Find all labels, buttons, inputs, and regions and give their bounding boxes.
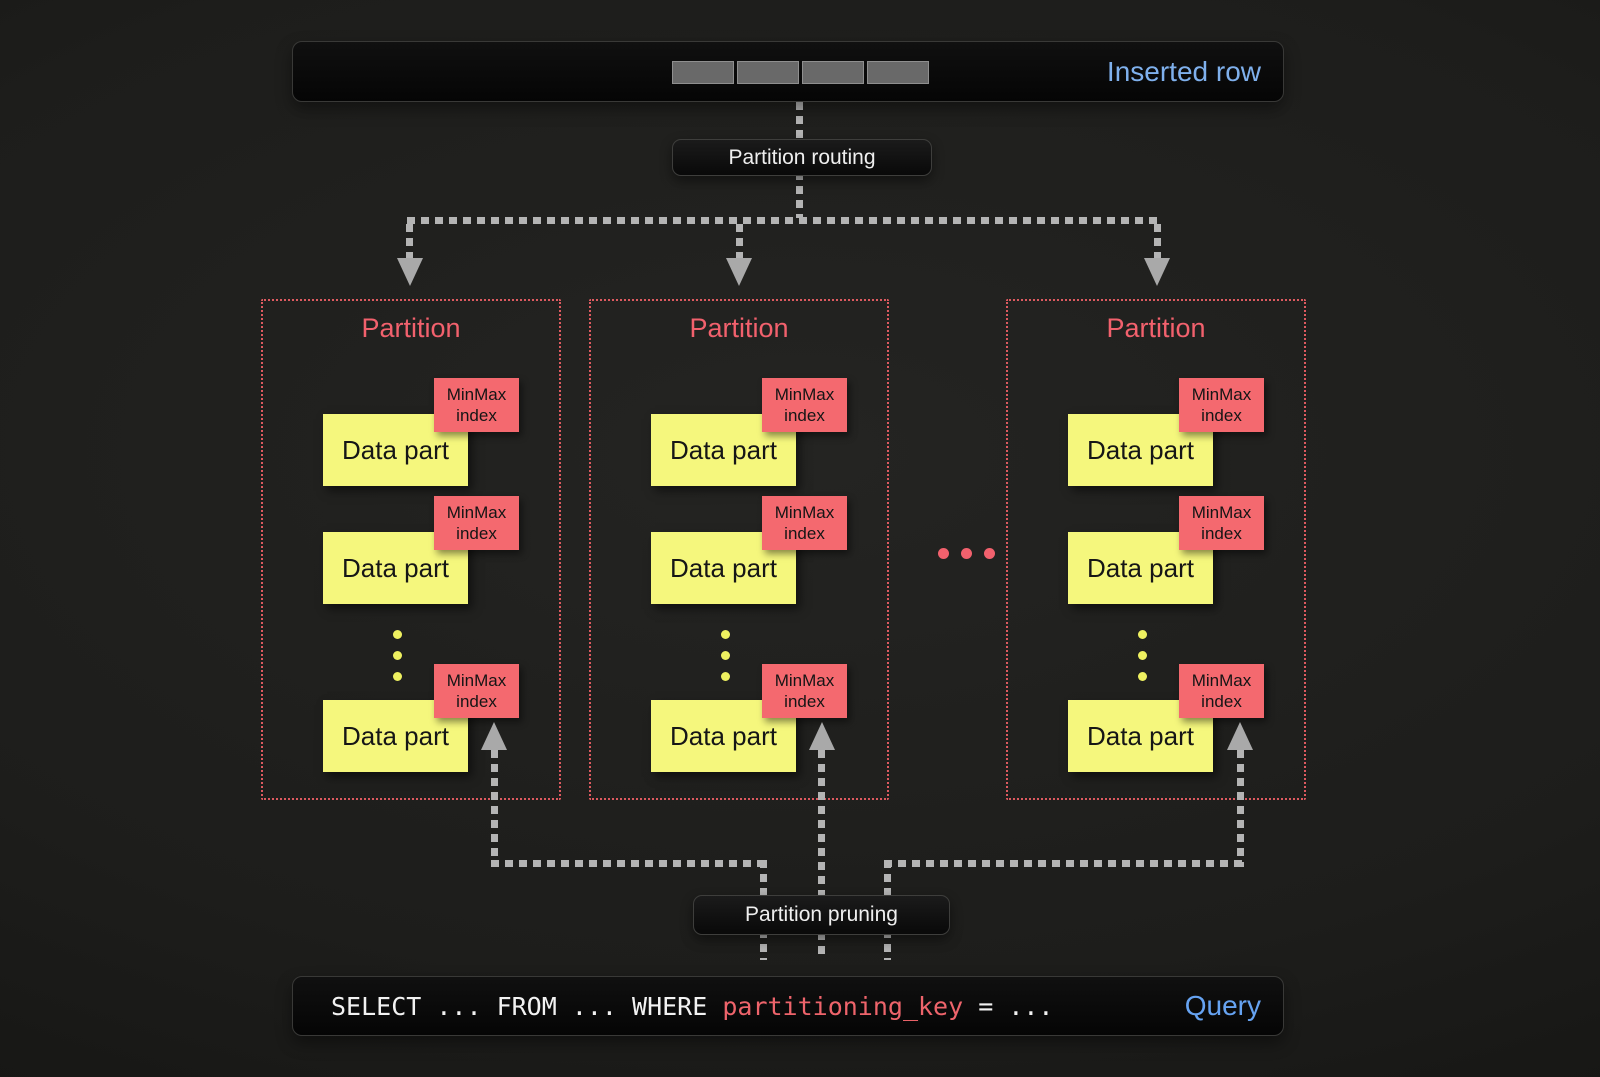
pruning-arrowhead-up-icon bbox=[809, 722, 835, 750]
data-part-box: Data part bbox=[651, 700, 796, 772]
more-parts-ellipsis-dot bbox=[721, 672, 730, 681]
inserted-row-cells bbox=[672, 61, 929, 84]
more-parts-ellipsis-dot bbox=[1138, 651, 1147, 660]
pruning-connector-line bbox=[884, 860, 1244, 867]
more-partitions-ellipsis-dot bbox=[961, 548, 972, 559]
data-part-group: MinMax index Data part bbox=[323, 378, 519, 486]
data-part-box: Data part bbox=[651, 532, 796, 604]
minmax-tag-line: MinMax bbox=[446, 503, 507, 522]
routing-arrow-shaft bbox=[1154, 224, 1161, 260]
data-part-box: Data part bbox=[1068, 700, 1213, 772]
more-parts-ellipsis-dot bbox=[393, 630, 402, 639]
minmax-index-tag: MinMax index bbox=[762, 496, 847, 550]
minmax-tag-line: MinMax bbox=[774, 671, 835, 690]
data-part-group: MinMax index Data part bbox=[1068, 378, 1264, 486]
pruning-connector-line bbox=[491, 860, 767, 867]
pruning-arrow-shaft bbox=[1237, 750, 1244, 867]
data-part-group: MinMax index Data part bbox=[323, 664, 519, 772]
minmax-tag-line: index bbox=[456, 524, 497, 543]
more-parts-ellipsis-dot bbox=[393, 672, 402, 681]
query-bar: SELECT ... FROM ... WHERE partitioning_k… bbox=[292, 976, 1284, 1036]
query-code-suffix: = ... bbox=[963, 991, 1054, 1021]
minmax-tag-line: MinMax bbox=[446, 385, 507, 404]
minmax-index-tag: MinMax index bbox=[434, 496, 519, 550]
minmax-index-tag: MinMax index bbox=[1179, 664, 1264, 718]
pruning-arrow-shaft bbox=[491, 750, 498, 867]
data-part-box: Data part bbox=[323, 532, 468, 604]
pruning-arrow-shaft bbox=[818, 750, 825, 960]
minmax-tag-line: MinMax bbox=[774, 385, 835, 404]
minmax-index-tag: MinMax index bbox=[762, 378, 847, 432]
routing-arrow-shaft bbox=[406, 224, 413, 260]
data-part-group: MinMax index Data part bbox=[323, 496, 519, 604]
partition-box: Partition MinMax index Data part MinMax … bbox=[1006, 299, 1306, 800]
minmax-tag-line: index bbox=[1201, 692, 1242, 711]
more-parts-ellipsis-dot bbox=[1138, 672, 1147, 681]
minmax-tag-line: MinMax bbox=[446, 671, 507, 690]
partition-pruning-label: Partition pruning bbox=[693, 895, 950, 935]
row-cell bbox=[672, 61, 734, 84]
minmax-tag-line: MinMax bbox=[1191, 503, 1252, 522]
minmax-index-tag: MinMax index bbox=[434, 664, 519, 718]
distribution-line bbox=[407, 217, 1160, 224]
minmax-tag-line: index bbox=[784, 692, 825, 711]
data-part-group: MinMax index Data part bbox=[651, 664, 847, 772]
more-partitions-ellipsis-dot bbox=[984, 548, 995, 559]
minmax-tag-line: MinMax bbox=[774, 503, 835, 522]
routing-arrow-shaft bbox=[736, 224, 743, 260]
data-part-group: MinMax index Data part bbox=[651, 496, 847, 604]
row-cell bbox=[867, 61, 929, 84]
row-cell bbox=[802, 61, 864, 84]
minmax-tag-line: MinMax bbox=[1191, 385, 1252, 404]
partition-title: Partition bbox=[689, 313, 789, 343]
data-part-group: MinMax index Data part bbox=[651, 378, 847, 486]
minmax-index-tag: MinMax index bbox=[762, 664, 847, 718]
minmax-tag-line: index bbox=[1201, 524, 1242, 543]
minmax-index-tag: MinMax index bbox=[434, 378, 519, 432]
minmax-tag-line: index bbox=[456, 692, 497, 711]
minmax-tag-line: index bbox=[456, 406, 497, 425]
more-parts-ellipsis-dot bbox=[393, 651, 402, 660]
inserted-row-bar: Inserted row bbox=[292, 41, 1284, 102]
more-parts-ellipsis-dot bbox=[721, 651, 730, 660]
partition-routing-label: Partition routing bbox=[672, 139, 932, 176]
minmax-tag-line: index bbox=[784, 406, 825, 425]
pruning-arrowhead-up-icon bbox=[1227, 722, 1253, 750]
minmax-tag-line: index bbox=[1201, 406, 1242, 425]
query-code-prefix: SELECT ... FROM ... WHERE bbox=[331, 991, 723, 1021]
inserted-row-label: Inserted row bbox=[1106, 55, 1261, 87]
routing-arrowhead-down-icon bbox=[1144, 258, 1170, 286]
partition-box: Partition MinMax index Data part MinMax … bbox=[261, 299, 561, 800]
more-parts-ellipsis-dot bbox=[1138, 630, 1147, 639]
minmax-tag-line: index bbox=[784, 524, 825, 543]
more-partitions-ellipsis-dot bbox=[938, 548, 949, 559]
minmax-index-tag: MinMax index bbox=[1179, 378, 1264, 432]
partition-box: Partition MinMax index Data part MinMax … bbox=[589, 299, 889, 800]
row-cell bbox=[737, 61, 799, 84]
data-part-group: MinMax index Data part bbox=[1068, 496, 1264, 604]
minmax-index-tag: MinMax index bbox=[1179, 496, 1264, 550]
more-parts-ellipsis-dot bbox=[721, 630, 730, 639]
query-code: SELECT ... FROM ... WHERE partitioning_k… bbox=[331, 977, 1053, 1035]
routing-arrowhead-down-icon bbox=[397, 258, 423, 286]
routing-arrowhead-down-icon bbox=[726, 258, 752, 286]
partition-title: Partition bbox=[1106, 313, 1206, 343]
minmax-tag-line: MinMax bbox=[1191, 671, 1252, 690]
query-code-partitioning-key: partitioning_key bbox=[722, 991, 964, 1021]
partition-title: Partition bbox=[361, 313, 461, 343]
data-part-group: MinMax index Data part bbox=[1068, 664, 1264, 772]
query-label: Query bbox=[1184, 990, 1261, 1021]
data-part-box: Data part bbox=[323, 414, 468, 486]
pruning-arrowhead-up-icon bbox=[481, 722, 507, 750]
